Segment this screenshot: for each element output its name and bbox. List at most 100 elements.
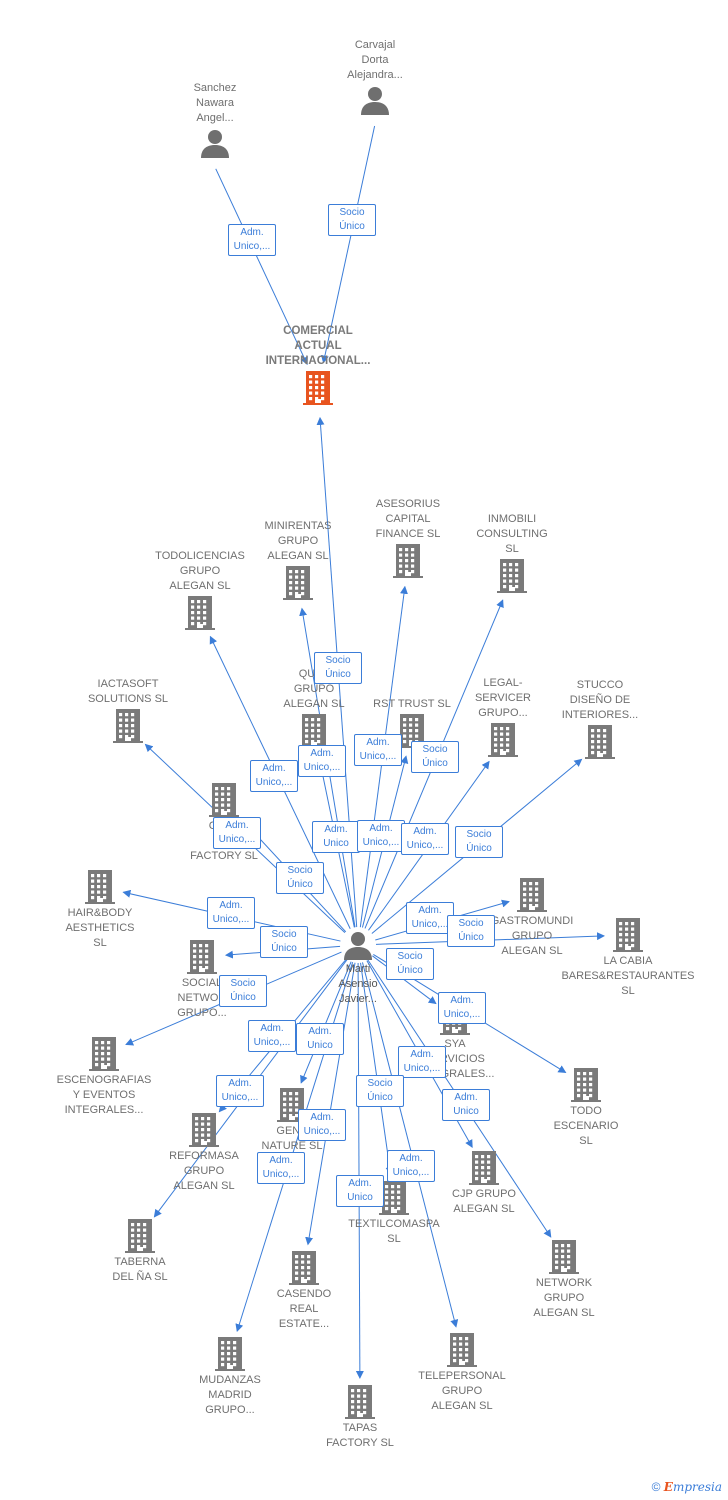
relation-label-cube[interactable]: Socio Único xyxy=(276,862,324,894)
company-node-social[interactable]: SOCIAL NETWOR GRUPO... xyxy=(127,938,277,1021)
company-node-escenografias[interactable]: ESCENOGRAFIAS Y EVENTOS INTEGRALES... xyxy=(29,1035,179,1118)
relation-label-hairbody[interactable]: Adm. Unico,... xyxy=(207,897,255,929)
relation-label-tapas[interactable]: Adm. Unico xyxy=(336,1175,384,1207)
building-icon xyxy=(437,559,587,593)
edge-marti-tapas xyxy=(355,962,364,1380)
node-label: IACTASOFT SOLUTIONS SL xyxy=(87,678,169,705)
building-icon xyxy=(125,596,275,630)
relation-label-lacabia[interactable]: Socio Único xyxy=(447,915,495,947)
node-label: REFORMASA GRUPO ALEGAN SL xyxy=(169,1150,239,1192)
person-icon xyxy=(283,930,433,960)
relation-label-legal[interactable]: Adm. Unico,... xyxy=(401,823,449,855)
company-node-casendo[interactable]: CASENDO REAL ESTATE... xyxy=(229,1249,379,1332)
node-label: TAPAS FACTORY SL xyxy=(326,1422,394,1449)
company-node-lacabia[interactable]: LA CABIA BARES&RESTAURANTES SL xyxy=(553,916,703,999)
company-node-cjp[interactable]: CJP GRUPO ALEGAN SL xyxy=(409,1149,559,1217)
company-node-inmobili[interactable]: INMOBILI CONSULTING SL xyxy=(437,512,587,595)
node-label: TODOLICENCIAS GRUPO ALEGAN SL xyxy=(155,550,245,592)
relation-label-quet[interactable]: Adm. Unico xyxy=(312,821,360,853)
person-node-carvajal[interactable]: Carvajal Dorta Alejandra... xyxy=(300,38,450,117)
edge-carvajal-comercial xyxy=(321,125,376,364)
relation-label-comercial[interactable]: Socio Único xyxy=(314,652,362,684)
company-node-taberna[interactable]: TABERNA DEL ÑA SL xyxy=(65,1217,215,1285)
company-node-network[interactable]: NETWORK GRUPO ALEGAN SL xyxy=(489,1238,639,1321)
relation-label-reformasa[interactable]: Adm. Unico,... xyxy=(248,1020,296,1052)
building-icon xyxy=(409,1151,559,1185)
company-node-telepersonal[interactable]: TELEPERSONAL GRUPO ALEGAN SL xyxy=(387,1331,537,1414)
relation-label-textilcomaspa[interactable]: Socio Único xyxy=(356,1075,404,1107)
relation-label-stucco[interactable]: Socio Único xyxy=(455,826,503,858)
relation-label-sya[interactable]: Socio Único xyxy=(386,948,434,980)
copyright-icon: © xyxy=(651,1480,661,1494)
company-node-iactasoft[interactable]: IACTASOFT SOLUTIONS SL xyxy=(53,677,203,745)
relation-label-iactasoft[interactable]: Adm. Unico,... xyxy=(213,817,261,849)
company-node-textilcomaspa[interactable]: TEXTILCOMASPA SL xyxy=(319,1179,469,1247)
relation-label-taberna[interactable]: Adm. Unico,... xyxy=(216,1075,264,1107)
company-node-mudanzas[interactable]: MUDANZAS MADRID GRUPO... xyxy=(155,1335,305,1418)
building-icon xyxy=(127,940,277,974)
relation-label-escenografias[interactable]: Socio Único xyxy=(219,975,267,1007)
relation-label-genenature[interactable]: Adm. Unico xyxy=(296,1023,344,1055)
person-node-sanchez[interactable]: Sanchez Nawara Angel... xyxy=(140,81,290,160)
footer: © Empresia xyxy=(652,1480,722,1494)
company-node-stucco[interactable]: STUCCO DISEÑO DE INTERIORES... xyxy=(525,678,675,761)
building-icon xyxy=(457,878,607,912)
node-label: RST TRUST SL xyxy=(373,698,451,710)
relation-label-network[interactable]: Adm. Unico xyxy=(442,1089,490,1121)
relation-label-minirentas[interactable]: Adm. Unico,... xyxy=(298,745,346,777)
building-icon xyxy=(489,1240,639,1274)
company-node-legal[interactable]: LEGAL- SERVICER GRUPO... xyxy=(428,676,578,759)
relation-label-comercial[interactable]: Adm. Unico,... xyxy=(228,224,276,256)
person-icon xyxy=(300,85,450,115)
node-label: TELEPERSONAL GRUPO ALEGAN SL xyxy=(418,1370,506,1412)
relation-label-todolicencias[interactable]: Adm. Unico,... xyxy=(250,760,298,792)
building-icon xyxy=(428,723,578,757)
edge-marti-casendo xyxy=(305,962,356,1246)
node-label: CJP GRUPO ALEGAN SL xyxy=(452,1188,516,1215)
company-node-minirentas[interactable]: MINIRENTAS GRUPO ALEGAN SL xyxy=(223,519,373,602)
node-label: NETWORK GRUPO ALEGAN SL xyxy=(533,1277,595,1319)
company-node-todolicencias[interactable]: TODOLICENCIAS GRUPO ALEGAN SL xyxy=(125,549,275,632)
person-node-marti[interactable]: Marti Asensio Javier... xyxy=(283,928,433,1007)
relation-label-mudanzas[interactable]: Adm. Unico,... xyxy=(257,1152,305,1184)
relation-label-cjp[interactable]: Adm. Unico,... xyxy=(398,1046,446,1078)
relation-label-telepersonal[interactable]: Adm. Unico,... xyxy=(387,1150,435,1182)
node-label: GASTROMUNDI GRUPO ALEGAN SL xyxy=(490,915,574,957)
company-node-tapas[interactable]: TAPAS FACTORY SL xyxy=(285,1383,435,1451)
brand-logo[interactable]: Empresia xyxy=(663,1480,722,1494)
company-node-gastromundi[interactable]: GASTROMUNDI GRUPO ALEGAN SL xyxy=(457,876,607,959)
building-icon xyxy=(25,870,175,904)
company-node-todoescenario[interactable]: TODO ESCENARIO SL xyxy=(511,1066,661,1149)
relation-label-social[interactable]: Socio Único xyxy=(260,926,308,958)
relation-label-gastromundi[interactable]: Adm. Unico,... xyxy=(406,902,454,934)
company-node-comercial[interactable]: COMERCIAL ACTUAL INTERNACIONAL... xyxy=(243,324,393,407)
company-node-hairbody[interactable]: HAIR&BODY AESTHETICS SL xyxy=(25,868,175,951)
building-icon xyxy=(149,783,299,817)
building-icon xyxy=(387,1333,537,1367)
relation-label-todoescenario[interactable]: Adm. Unico,... xyxy=(438,992,486,1024)
node-label: INMOBILI CONSULTING SL xyxy=(476,513,548,555)
building-icon xyxy=(511,1068,661,1102)
building-icon xyxy=(333,544,483,578)
node-label: Carvajal Dorta Alejandra... xyxy=(347,39,403,81)
edge-sanchez-comercial xyxy=(215,168,308,366)
node-label: LEGAL- SERVICER GRUPO... xyxy=(474,677,532,719)
building-icon xyxy=(223,566,373,600)
relation-label-inmobili[interactable]: Socio Único xyxy=(411,741,459,773)
building-icon xyxy=(319,1181,469,1215)
node-label: CASENDO REAL ESTATE... xyxy=(276,1288,332,1330)
node-label: TODO ESCENARIO SL xyxy=(553,1105,619,1147)
building-icon xyxy=(129,1113,279,1147)
edge-marti-telepersonal xyxy=(361,962,459,1328)
relation-label-comercial[interactable]: Socio Único xyxy=(328,204,376,236)
node-label: SOCIAL NETWOR GRUPO... xyxy=(177,977,227,1019)
building-icon xyxy=(239,714,389,748)
building-icon xyxy=(553,918,703,952)
company-node-asesorius[interactable]: ASESORIUS CAPITAL FINANCE SL xyxy=(333,497,483,580)
relation-label-casendo[interactable]: Adm. Unico,... xyxy=(298,1109,346,1141)
relation-label-rst[interactable]: Adm. Unico,... xyxy=(357,820,405,852)
relation-label-asesorius[interactable]: Adm. Unico,... xyxy=(354,734,402,766)
building-icon xyxy=(53,709,203,743)
company-node-reformasa[interactable]: REFORMASA GRUPO ALEGAN SL xyxy=(129,1111,279,1194)
